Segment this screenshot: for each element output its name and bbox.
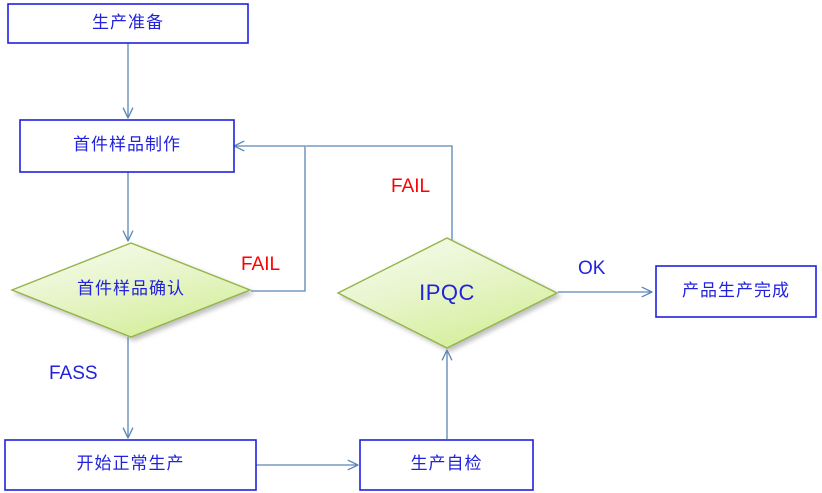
- process-normal-shape: [4, 439, 257, 491]
- process-done-shape: [655, 265, 817, 318]
- edge-confirm-fail-to-sample: [234, 146, 306, 292]
- process-sample-shape: [19, 119, 235, 173]
- decision-ipqc-shape: [336, 237, 559, 349]
- process-selfchk-shape: [359, 439, 534, 491]
- decision-confirm-shape: [10, 242, 252, 338]
- process-prep-shape: [7, 3, 249, 44]
- edge-ipqc-fail-to-sample: [306, 145, 453, 240]
